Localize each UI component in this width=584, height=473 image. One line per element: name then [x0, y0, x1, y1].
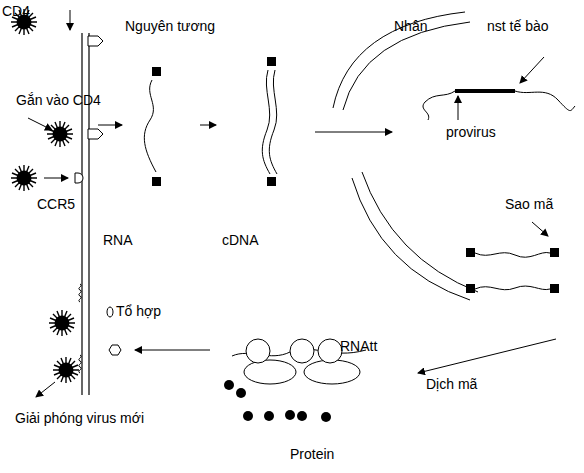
label-text: Tổ hợp	[116, 303, 161, 319]
arrow	[28, 118, 52, 130]
rna-end	[152, 67, 161, 76]
arrow	[70, 10, 71, 30]
ribosome-subunit	[304, 360, 360, 384]
cdna-strand	[262, 70, 270, 174]
budding-rna	[79, 355, 81, 373]
label-text: CCR5	[37, 196, 75, 212]
label-text: cDNA	[222, 232, 259, 248]
cdna-end	[267, 57, 276, 66]
virus-particle	[11, 165, 37, 191]
budding-rna	[79, 284, 81, 302]
protein-dot	[297, 411, 307, 421]
rna-end	[550, 248, 559, 257]
transcript-rna	[475, 286, 550, 290]
capsid-symbol	[109, 345, 121, 355]
chromosome	[423, 102, 429, 120]
cd4-receptor	[88, 129, 103, 139]
ribosome-subunit	[290, 339, 314, 363]
cd4-receptor	[88, 36, 103, 46]
ribosome-subunit	[244, 360, 296, 384]
label-text: RNA	[103, 232, 133, 248]
nuclear-envelope	[343, 22, 470, 110]
label-text: Giải phóng virus mới	[15, 410, 144, 426]
arrow	[418, 339, 556, 373]
label-text: Gắn vào CD4	[16, 92, 101, 108]
ribosome-subunit	[318, 339, 342, 363]
protein-dot	[264, 411, 274, 421]
membrane-line	[88, 33, 89, 395]
label-text: Dịch mã	[426, 376, 477, 392]
label-text: nst tế bào	[487, 18, 549, 34]
ribosome-subunit	[246, 339, 270, 363]
membrane-line	[81, 33, 82, 395]
protein-dot	[224, 380, 234, 390]
rna-end	[152, 177, 161, 186]
virus-particle	[53, 357, 79, 383]
capsid-symbol	[107, 307, 113, 317]
nuclear-envelope	[362, 172, 478, 292]
virus-particle	[49, 310, 75, 336]
rna-end	[550, 284, 559, 293]
label-text: CD4	[2, 3, 30, 19]
arrow	[520, 57, 544, 83]
nuclear-envelope	[352, 178, 470, 300]
arrow	[200, 125, 216, 126]
arrow	[135, 350, 210, 351]
cdna-end	[267, 177, 276, 186]
cdna-strand	[269, 70, 277, 174]
chromosome	[425, 91, 575, 111]
ccr5-receptor	[75, 173, 83, 183]
arrow	[315, 132, 392, 133]
protein-dot	[321, 412, 331, 422]
protein-dot	[243, 411, 253, 421]
label-text: provirus	[446, 124, 496, 140]
protein-dot	[285, 410, 295, 420]
label-text: Nhân	[394, 18, 427, 34]
transcript-rna	[475, 253, 550, 258]
label-text: Nguyên tương	[125, 18, 215, 34]
label-text: Protein	[290, 446, 334, 462]
virus-particle	[47, 121, 73, 147]
arrow	[458, 96, 459, 120]
protein-dot	[236, 388, 246, 398]
viral-rna	[144, 80, 156, 172]
arrow	[36, 382, 55, 397]
arrow	[44, 178, 68, 179]
arrow	[98, 125, 122, 126]
label-text: Sao mã	[505, 196, 553, 212]
arrow	[532, 222, 548, 236]
rna-end	[466, 284, 475, 293]
label-text: RNAtt	[340, 338, 377, 354]
rna-end	[466, 248, 475, 257]
provirus-segment	[455, 89, 515, 93]
